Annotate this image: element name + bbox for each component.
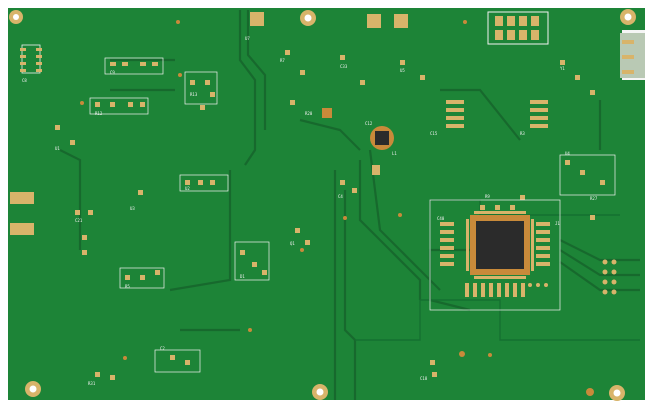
silk-label: R9 — [485, 194, 490, 199]
silk-label: C2 — [160, 346, 165, 351]
silk-label: R13 — [190, 92, 198, 97]
silk-label: U3 — [130, 206, 135, 211]
silk-label: C40 — [437, 216, 445, 221]
qfp-chip — [466, 211, 534, 279]
silk-label: Q1 — [290, 241, 295, 246]
smd-pads — [55, 50, 605, 380]
top-parts — [250, 12, 408, 28]
edge-pad — [622, 40, 634, 44]
silk-label: R5 — [125, 284, 130, 289]
tssop-chips — [446, 100, 548, 128]
silk-label: R27 — [590, 196, 598, 201]
soic-chip — [20, 44, 42, 74]
silk-label: U5 — [400, 68, 405, 73]
silk-label: C21 — [75, 218, 83, 223]
silk-label: L1 — [392, 151, 397, 156]
silk-label: C15 — [430, 131, 438, 136]
silk-label: U7 — [245, 36, 250, 41]
pin-header — [528, 259, 617, 295]
traces — [59, 10, 640, 400]
silk-label: C8 — [22, 78, 27, 83]
left-pad — [10, 223, 34, 235]
silk-label: C33 — [340, 64, 348, 69]
silk-label: C9 — [110, 70, 115, 75]
left-pad — [10, 192, 34, 204]
silk-label: R31 — [88, 381, 96, 386]
silk-outlines — [89, 57, 616, 373]
silk-label: U4 — [565, 151, 570, 156]
center-cluster — [322, 108, 394, 175]
silk-label: U2 — [185, 186, 190, 191]
silk-label: D1 — [240, 274, 245, 279]
silkscreen-labels: C8 C9 R12 R13 U1 U2 U3 C21 R5 D1 Q1 C4 R… — [22, 36, 598, 386]
silk-label: C4 — [338, 194, 343, 199]
silk-label: R20 — [305, 111, 313, 116]
silk-label: R3 — [520, 131, 525, 136]
resistor-array — [440, 222, 550, 297]
board-shade — [8, 8, 645, 400]
edge-pad — [622, 70, 634, 74]
silk-label: J1 — [555, 221, 560, 226]
vias — [80, 20, 594, 396]
mounting-holes — [9, 9, 636, 401]
silk-label: Y1 — [560, 66, 565, 71]
silk-label: C18 — [420, 376, 428, 381]
silk-label: R7 — [280, 58, 285, 63]
silk-label: C12 — [365, 121, 373, 126]
silk-label: R12 — [95, 111, 103, 116]
silk-label: U1 — [55, 146, 60, 151]
pcb-board — [8, 8, 645, 400]
top-connector — [487, 11, 549, 45]
edge-pad — [622, 55, 634, 59]
